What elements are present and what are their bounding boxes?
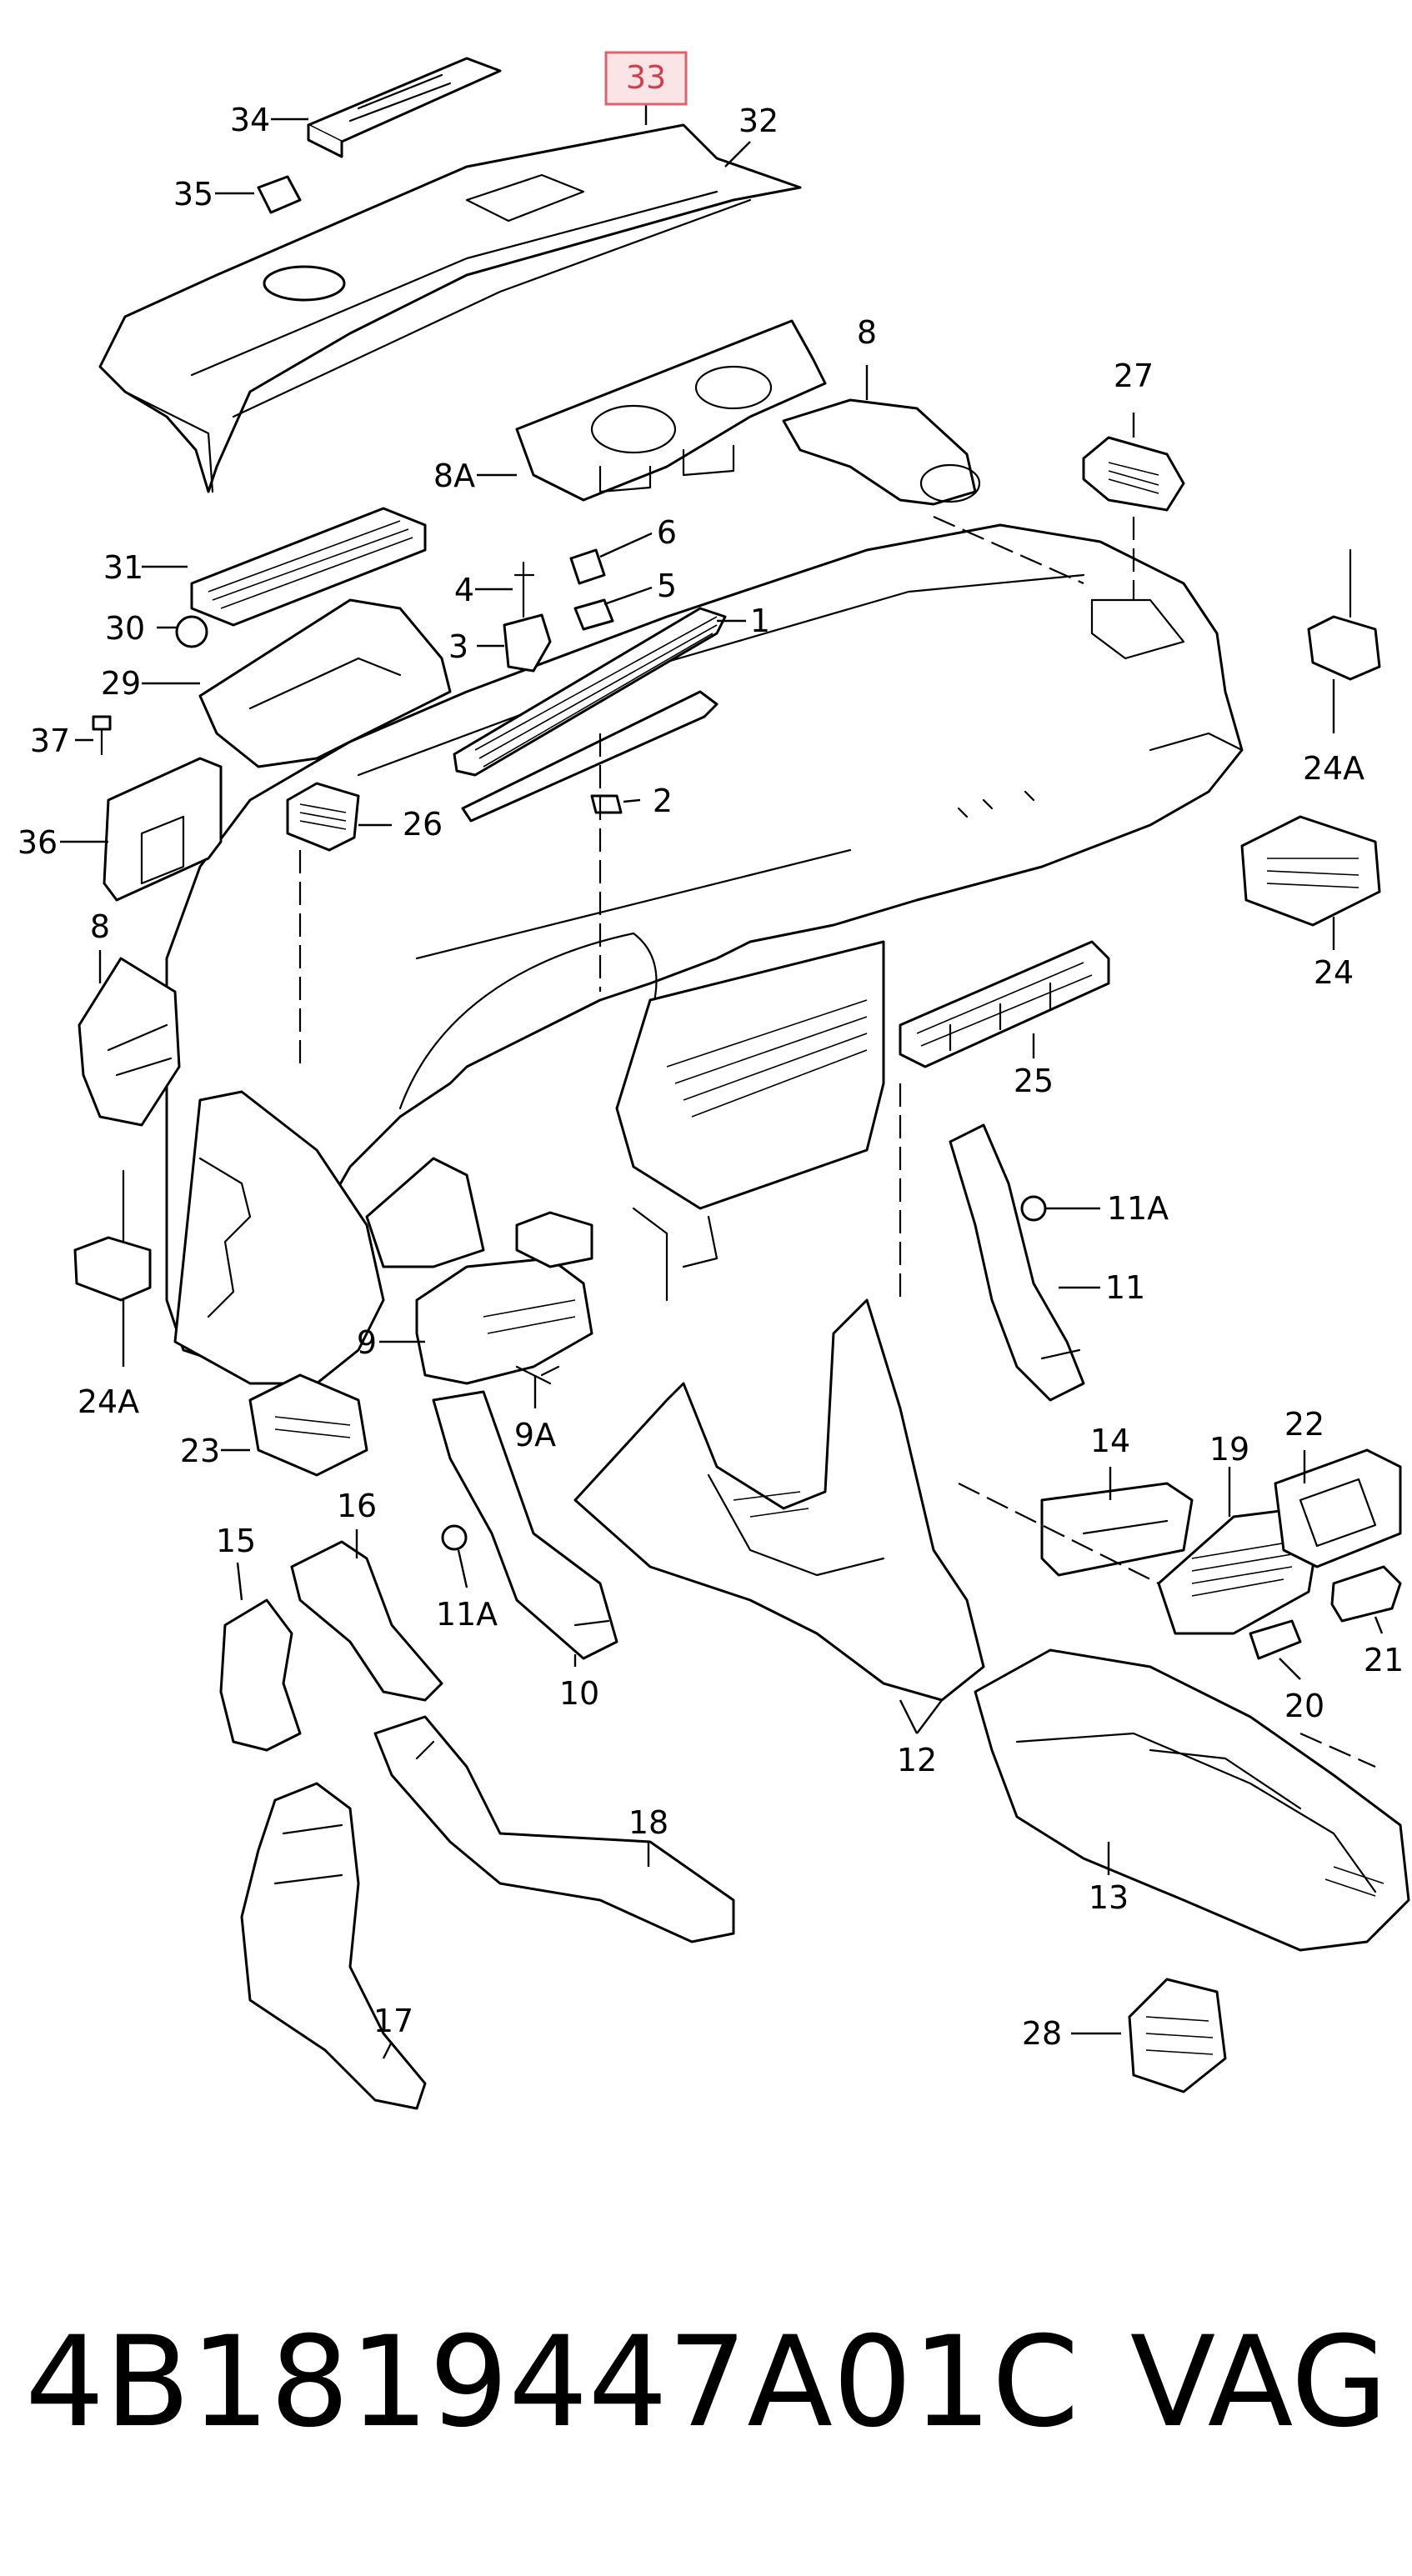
callout-37-label: 37 (30, 723, 70, 759)
part-36-bracket (103, 757, 223, 902)
part-8-duct-right (782, 398, 981, 506)
callout-20-label: 20 (1284, 1688, 1324, 1724)
callout-34-label: 34 (230, 102, 270, 138)
part-18-rear-duct (373, 1715, 735, 1943)
part-14-vent (1040, 1482, 1194, 1577)
callout-6-label: 6 (657, 514, 677, 551)
part-2-nut (590, 794, 623, 814)
callout-28-label: 28 (1022, 2015, 1062, 2052)
part-9-duct (415, 1211, 593, 1385)
callout-24A-right-label: 24A (1303, 750, 1364, 787)
callout-11-label: 11 (1105, 1269, 1145, 1306)
part-8A-duct (515, 319, 827, 502)
callout-33-highlight-box (604, 51, 688, 106)
assembly-dash-lines (298, 515, 1376, 1768)
part-37-bolt (92, 715, 112, 756)
callout-9-label: 9 (357, 1324, 377, 1361)
part-24A-actuator-left (73, 1169, 152, 1302)
callout-35-label: 35 (173, 176, 213, 213)
part-24-vent (1240, 815, 1381, 927)
callout-17-label: 17 (373, 2003, 413, 2039)
callout-9A-label: 9A (514, 1417, 556, 1453)
part-17-rear-duct (240, 1782, 427, 2110)
callout-16-label: 16 (337, 1488, 377, 1524)
part-25-vent (899, 940, 1110, 1068)
callout-36-label: 36 (18, 824, 58, 861)
part-6-clip (569, 548, 606, 585)
part-34-cover-strip (307, 57, 502, 158)
callout-25-label: 25 (1014, 1063, 1054, 1099)
callout-labels: 33 34 32 35 8 27 8A 6 31 4 5 30 1 3 29 3… (18, 51, 1404, 2052)
part-16-duct (290, 1540, 443, 1702)
part-10-duct (432, 1390, 618, 1660)
part-4-screw (513, 561, 535, 618)
part-31-filter (190, 507, 427, 627)
part-5-clip (573, 598, 614, 631)
callout-leaders (60, 98, 1384, 2059)
fasteners-2-6 (503, 548, 623, 814)
callout-18-label: 18 (628, 1804, 668, 1841)
part-28-rear-vent (1128, 1978, 1227, 2093)
callout-21-label: 21 (1364, 1642, 1404, 1678)
callout-30-label: 30 (105, 610, 145, 647)
part-8-duct-left (78, 957, 181, 1127)
part-27-vent (1082, 436, 1185, 512)
part-9A-screw (515, 1365, 560, 1385)
part-26-vent (286, 782, 360, 852)
dashboard-main (165, 523, 1244, 1368)
center-heater-housing (615, 940, 885, 1302)
part-21-switch-panel (1330, 1565, 1402, 1623)
callout-19-label: 19 (1209, 1431, 1249, 1468)
callout-27-label: 27 (1114, 358, 1154, 394)
callout-24A-left-label: 24A (78, 1383, 139, 1420)
callout-12-label: 12 (897, 1742, 937, 1778)
left-side-panel (173, 1090, 485, 1385)
part-20-switch (1249, 1619, 1302, 1660)
footer: 4B1819447A01C VAG (25, 2310, 1388, 2455)
part-35-clip (257, 175, 302, 214)
callout-33-label: 33 (626, 59, 666, 96)
callout-5-label: 5 (657, 568, 677, 604)
callout-10-label: 10 (559, 1675, 599, 1712)
footer-brand: VAG (1130, 2310, 1388, 2455)
callout-23-label: 23 (180, 1433, 220, 1469)
part-19-center-vent (1157, 1507, 1319, 1635)
callout-8A-label: 8A (433, 458, 475, 494)
callout-24-label: 24 (1314, 954, 1354, 991)
part-12-center-console (573, 1298, 985, 1702)
part-23-vent (248, 1373, 368, 1477)
callout-8-label: 8 (857, 314, 877, 351)
part-3-bracket (503, 613, 552, 673)
footer-part-number: 4B1819447A01C (25, 2310, 1079, 2455)
callout-11A-left-label: 11A (436, 1596, 498, 1633)
callout-4-label: 4 (454, 572, 474, 608)
part-22-trim-frame (1274, 1448, 1402, 1568)
callout-1-label: 1 (750, 603, 770, 639)
callout-29-label: 29 (101, 665, 141, 702)
callout-22-label: 22 (1284, 1406, 1324, 1443)
callout-31-label: 31 (103, 549, 143, 586)
callout-15-label: 15 (216, 1523, 256, 1559)
callout-14-label: 14 (1090, 1423, 1130, 1459)
part-13-console (974, 1648, 1410, 1952)
part-11-duct (949, 1123, 1085, 1402)
callout-2-label: 2 (653, 783, 673, 819)
part-11A-clip-right (1020, 1195, 1047, 1222)
callout-11A-right-label: 11A (1107, 1190, 1169, 1227)
part-32-cowl-panel (98, 123, 802, 493)
callout-32-label: 32 (739, 103, 779, 139)
callout-3-label: 3 (448, 628, 468, 665)
part-29-housing (175, 598, 452, 768)
parts-drawing (73, 57, 1410, 2110)
part-11A-clip-left (441, 1524, 468, 1551)
callout-26-label: 26 (403, 806, 443, 843)
callout-8-left-label: 8 (90, 908, 110, 945)
part-24A-actuator-right (1307, 548, 1381, 681)
part-15-duct (219, 1598, 302, 1752)
part-1-defroster-grille (453, 607, 727, 823)
callout-13-label: 13 (1089, 1879, 1129, 1916)
